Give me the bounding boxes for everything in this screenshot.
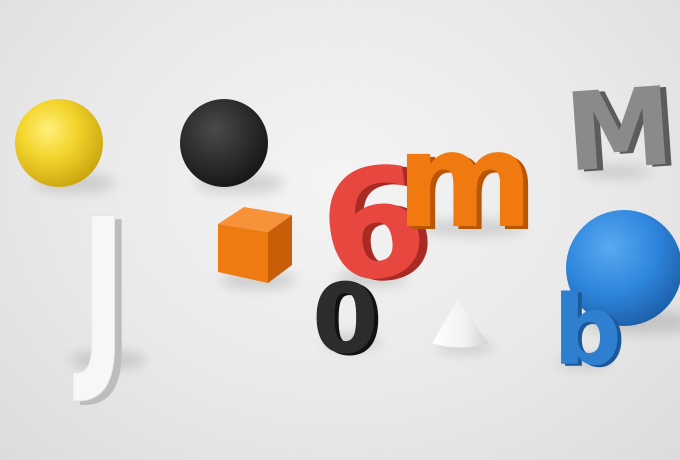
black-sphere [180, 99, 268, 187]
letter-m-gray: M M [561, 64, 680, 198]
letter-m-side: m [401, 107, 539, 261]
letter-m-face: m [396, 104, 534, 258]
letter-6-side: 6 [318, 134, 446, 321]
digit-0-face: 0 [312, 263, 379, 375]
letter-b-face: b [553, 275, 622, 387]
orange-cube [218, 207, 292, 283]
letter-m-gray-side: M [567, 66, 680, 198]
letter-j-side: J [80, 181, 134, 413]
digit-0-black: 0 0 [312, 263, 383, 377]
letter-j-white: J J [72, 177, 134, 413]
letter-m-orange: m m [396, 104, 539, 261]
letter-b-side: b [557, 277, 626, 389]
blue-sphere [566, 210, 680, 326]
digit-0-side: 0 [316, 265, 383, 377]
white-cone [432, 300, 488, 348]
letter-m-gray-face: M [561, 64, 677, 196]
letter-j-face: J [73, 177, 127, 409]
yellow-sphere [15, 99, 103, 187]
letter-6-red: 6 6 [309, 133, 446, 322]
letter-6-face: 6 [309, 133, 437, 320]
letter-b-blue: b b [553, 275, 626, 389]
